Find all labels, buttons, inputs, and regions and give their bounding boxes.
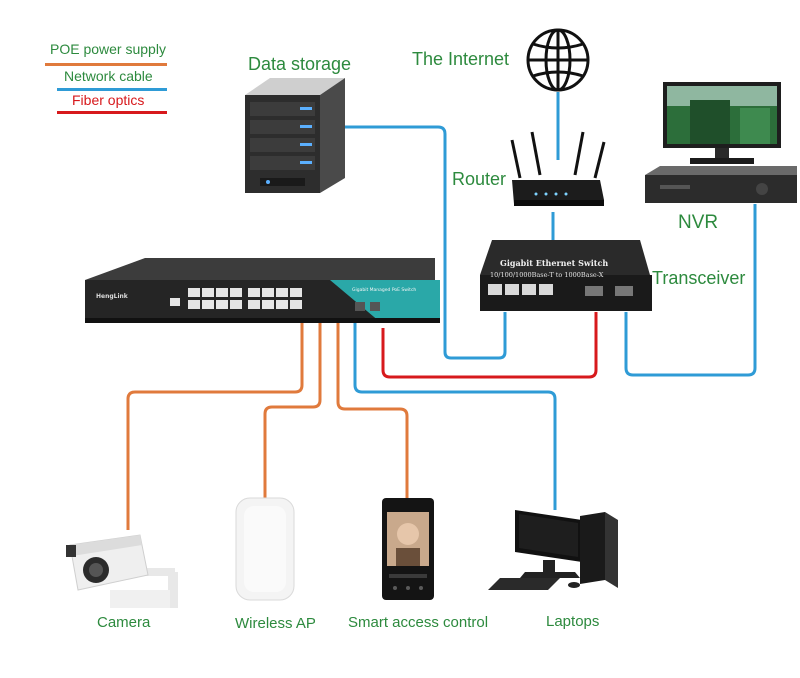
data-storage-label: Data storage [248, 54, 352, 74]
legend-network-label: Network cable [64, 68, 153, 84]
legend-fiber-line [57, 111, 167, 114]
wireless-ap-icon [235, 497, 295, 601]
transceiver-panel-line1: Gigabit Ethernet Switch [500, 258, 608, 268]
data-storage-server-icon [245, 78, 345, 193]
cable-to-laptops [353, 323, 557, 510]
globe-icon [526, 28, 590, 92]
router-label: Router [452, 169, 507, 189]
transceiver-label: Transceiver [652, 268, 746, 288]
poe-switch-icon [85, 258, 440, 323]
desktop-computer-icon [488, 510, 618, 590]
nvr-label: NVR [678, 212, 719, 233]
camera-label: Camera [97, 614, 151, 631]
switch-brand-label: HengLink [96, 293, 129, 300]
camera-icon [66, 534, 178, 608]
nvr-icon [645, 82, 797, 203]
fiber-switch-to-transceiver [381, 312, 598, 379]
access-control-icon [382, 498, 434, 600]
cable-nvr-to-transceiver [624, 204, 757, 377]
internet-label: The Internet [412, 49, 510, 69]
wireless-ap-label: Wireless AP [235, 615, 316, 632]
cable-storage-to-transceiver [345, 125, 507, 360]
poe-to-camera [126, 323, 304, 530]
poe-to-ap [263, 323, 322, 498]
laptops-label: Laptops [546, 613, 600, 630]
smart-access-label: Smart access control [348, 614, 489, 631]
legend-network-line [57, 88, 167, 91]
poe-to-access-control [336, 323, 409, 498]
legend-poe-label: POE power supply [50, 41, 166, 57]
legend-poe-line [45, 63, 167, 66]
router-icon [510, 131, 606, 206]
transceiver-icon [480, 240, 652, 311]
legend-fiber-label: Fiber optics [72, 92, 145, 108]
switch-model-label: Gigabit Managed PoE Switch [352, 287, 416, 293]
transceiver-panel-line2: 10/100/1000Base-T to 1000Base-X [490, 271, 604, 279]
